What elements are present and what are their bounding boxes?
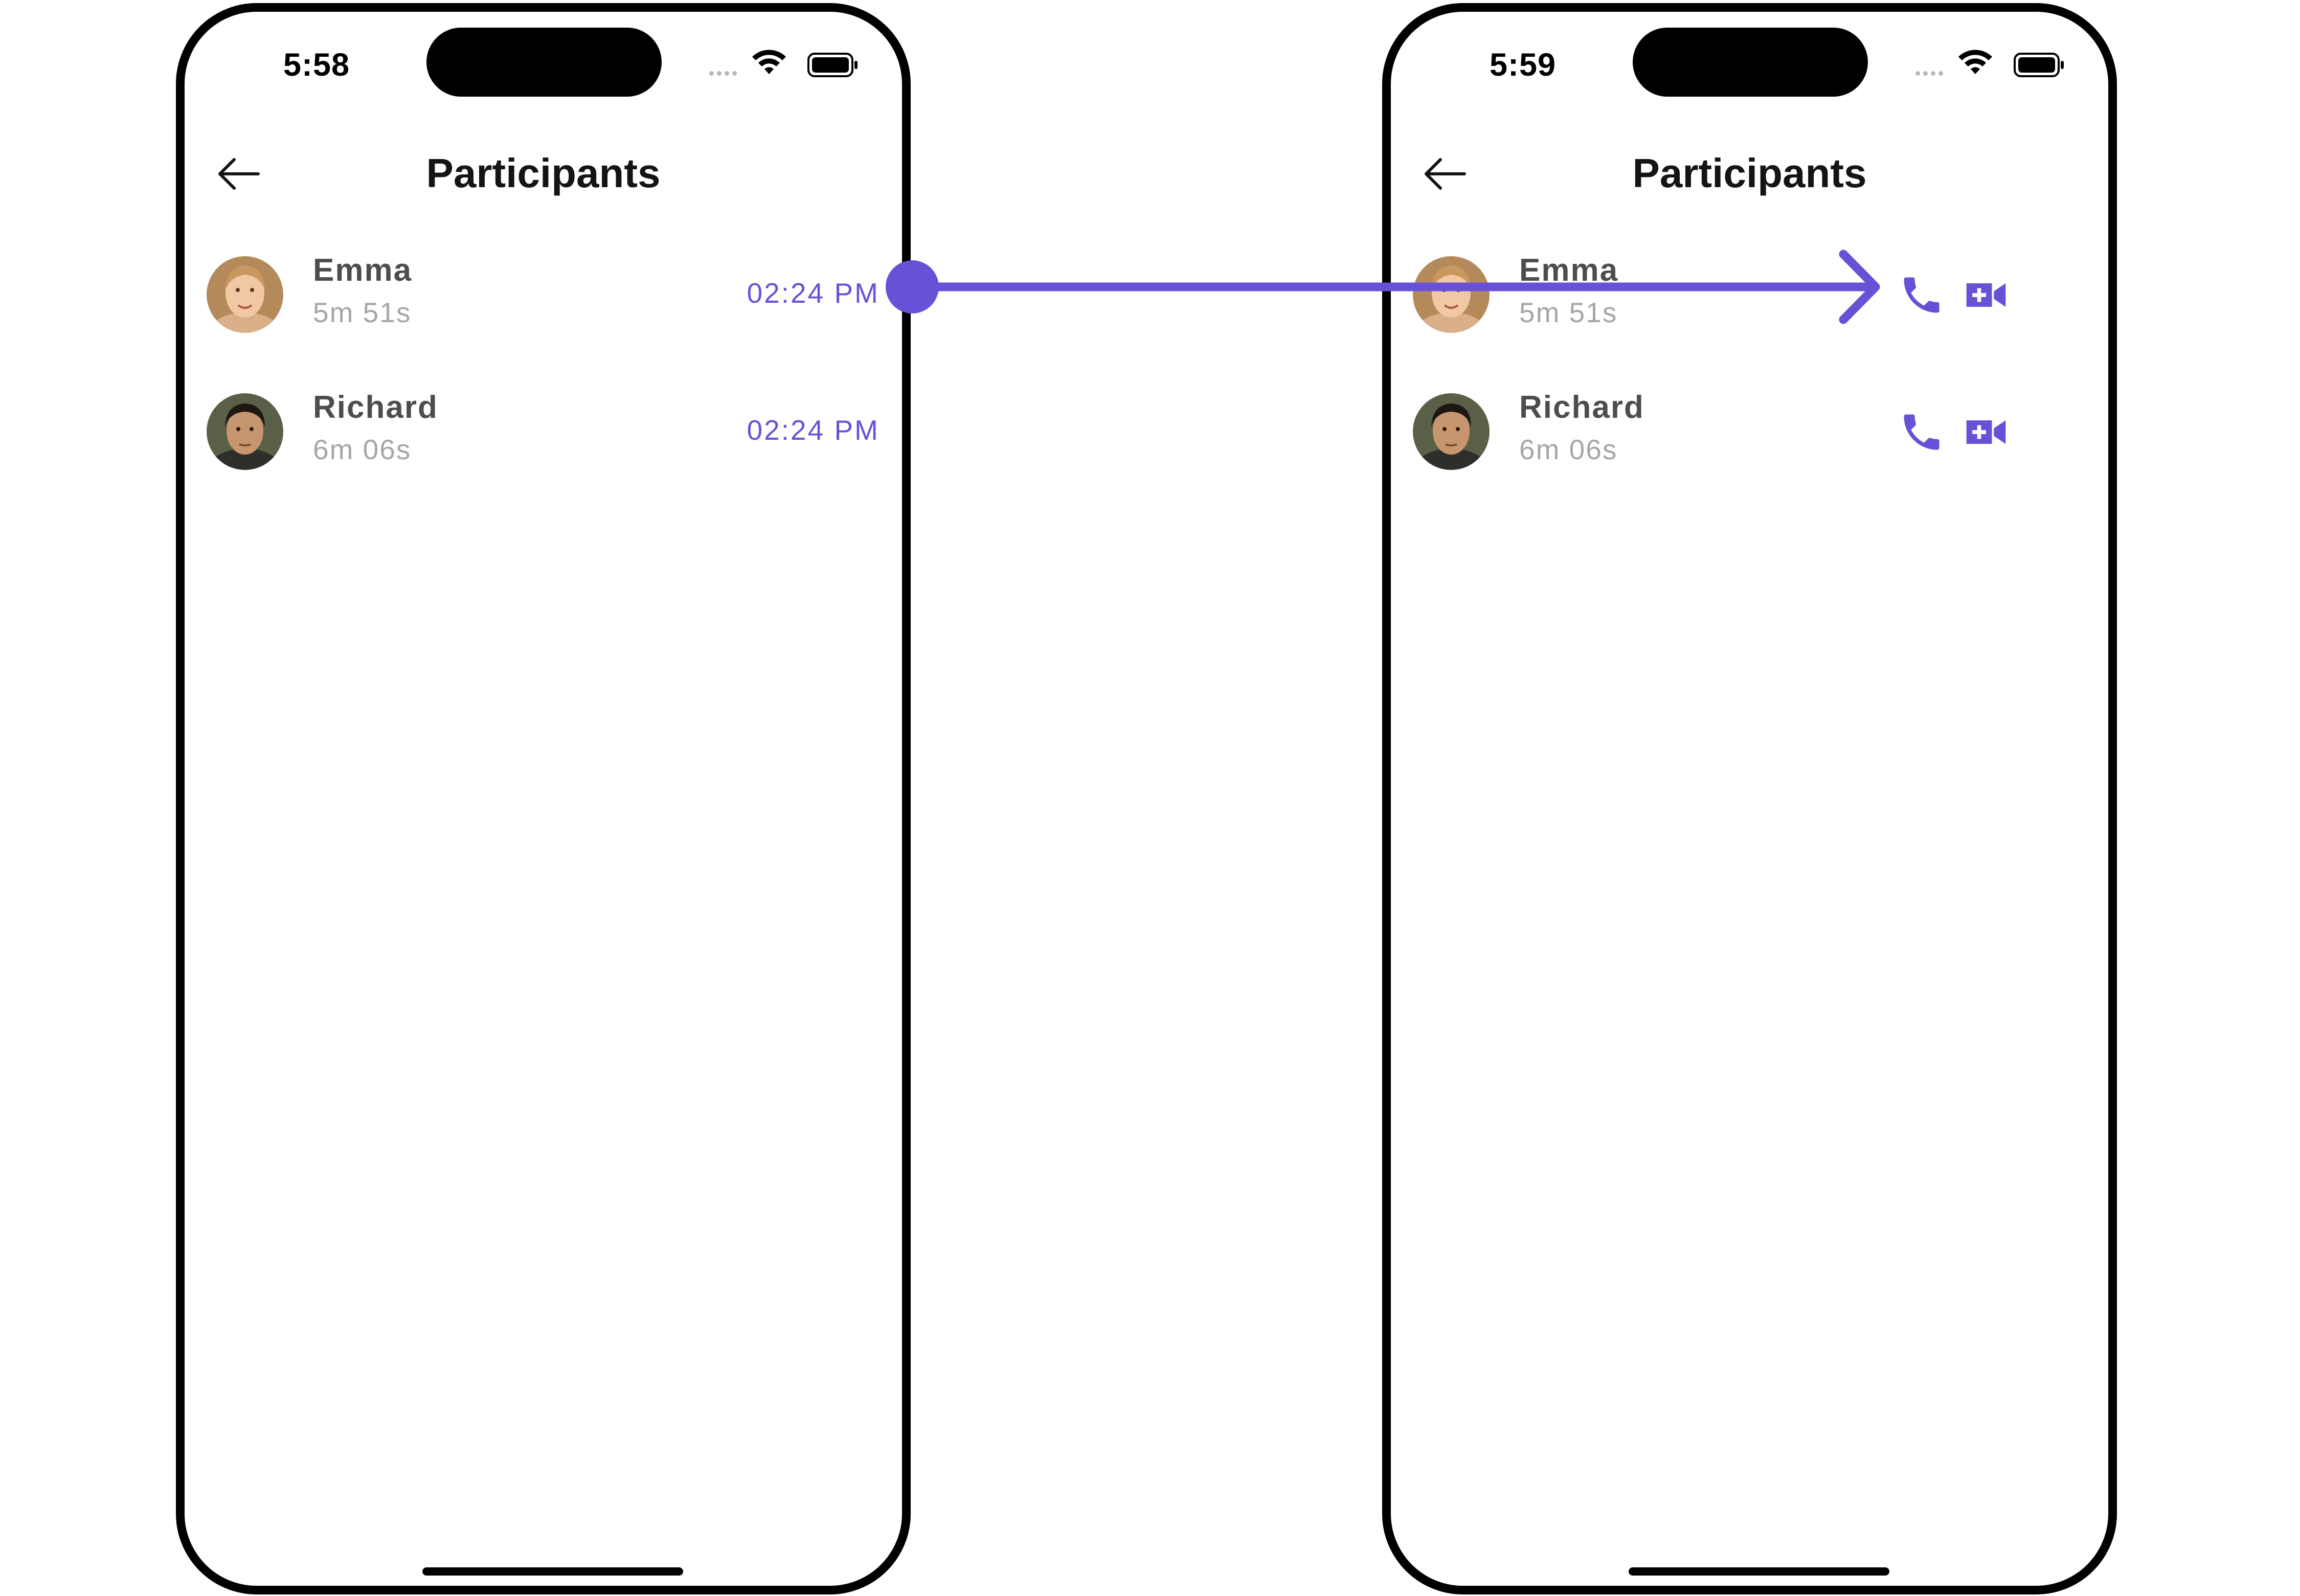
call-duration: 6m 06s xyxy=(1519,434,1618,465)
phone-icon[interactable] xyxy=(1898,272,1945,319)
video-camera-icon[interactable] xyxy=(1963,272,2010,319)
phone-frame-before: 5:58 Participants Emma 5m 51s 02:24 PM xyxy=(176,3,911,1594)
dynamic-island xyxy=(426,28,662,97)
call-duration: 5m 51s xyxy=(1519,297,1618,328)
participant-name: Richard xyxy=(1519,390,1644,425)
status-time: 5:59 xyxy=(1490,47,1557,83)
call-duration: 5m 51s xyxy=(313,297,412,328)
wifi-icon xyxy=(1958,50,1992,74)
video-camera-icon[interactable] xyxy=(1963,409,2010,456)
call-time: 02:24 PM xyxy=(747,414,880,446)
dynamic-island xyxy=(1633,28,1868,97)
cellular-signal-icon xyxy=(709,69,740,78)
phone-frame-after: 5:59 Participants Emma 5m 51s xyxy=(1382,3,2117,1594)
page-title: Participants xyxy=(1632,150,1867,196)
phone-icon[interactable] xyxy=(1898,409,1945,456)
status-time: 5:58 xyxy=(283,47,350,83)
home-indicator[interactable] xyxy=(1629,1567,1889,1576)
cellular-signal-icon xyxy=(1915,69,1946,78)
participant-row[interactable]: Emma 5m 51s 02:24 PM xyxy=(185,237,902,354)
participant-name: Emma xyxy=(1519,253,1619,288)
participant-name: Emma xyxy=(313,253,413,288)
avatar xyxy=(207,393,283,470)
home-indicator[interactable] xyxy=(422,1567,683,1576)
participant-name: Richard xyxy=(313,390,438,425)
avatar xyxy=(1413,256,1490,333)
avatar xyxy=(1413,393,1490,470)
participant-row[interactable]: Emma 5m 51s xyxy=(1391,237,2108,354)
page-title: Participants xyxy=(426,150,661,196)
call-time: 02:24 PM xyxy=(747,277,880,309)
battery-icon xyxy=(2014,53,2064,77)
back-arrow-icon[interactable] xyxy=(211,146,267,202)
battery-icon xyxy=(807,53,858,77)
wifi-icon xyxy=(752,50,786,74)
call-duration: 6m 06s xyxy=(313,434,412,465)
participant-row[interactable]: Richard 6m 06s xyxy=(1391,374,2108,491)
participant-row[interactable]: Richard 6m 06s 02:24 PM xyxy=(185,374,902,491)
avatar xyxy=(207,256,283,333)
back-arrow-icon[interactable] xyxy=(1417,146,1474,202)
